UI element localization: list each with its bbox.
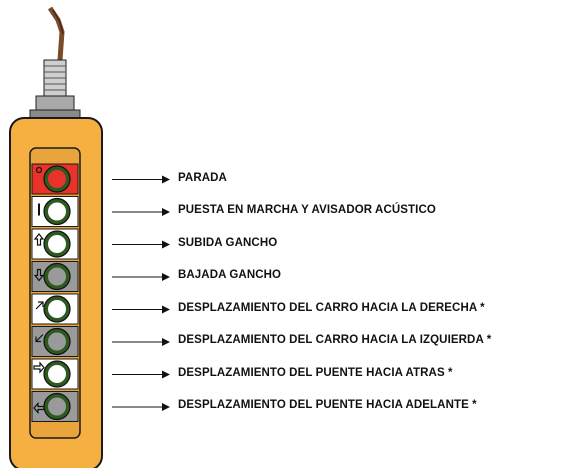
callout-arrowhead-icon <box>162 240 170 249</box>
button-label: DESPLAZAMIENTO DEL PUENTE HACIA ATRAS * <box>178 366 453 379</box>
button-row <box>31 326 170 357</box>
button-row <box>31 261 170 292</box>
callout-arrowhead-icon <box>162 370 170 379</box>
cable <box>47 6 65 61</box>
arrow-right-icon <box>33 361 45 374</box>
button-label: BAJADA GANCHO <box>178 269 282 281</box>
button-label: DESPLAZAMIENTO DEL CARRO HACIA LA DERECH… <box>178 301 485 314</box>
button-label: PARADA <box>178 171 227 184</box>
callout-arrowhead-icon <box>162 175 170 184</box>
push-button <box>44 361 70 387</box>
cable-gland <box>29 59 81 119</box>
push-button <box>44 263 70 290</box>
callout-arrowhead-icon <box>162 305 170 314</box>
callout-arrowhead-icon <box>162 208 170 216</box>
arrow-up-right-icon <box>35 301 44 310</box>
push-button <box>44 198 70 225</box>
button-row <box>31 391 170 422</box>
arrow-down-icon <box>33 268 45 282</box>
push-button <box>44 328 70 355</box>
button-row <box>31 358 170 390</box>
arrow-down-left-icon <box>35 334 44 343</box>
button-row <box>31 163 170 195</box>
button-label: DESPLAZAMIENTO DEL PUENTE HACIA ADELANTE… <box>178 399 477 411</box>
button-label: PUESTA EN MARCHA Y AVISADOR ACÚSTICO <box>178 204 436 216</box>
push-button <box>44 231 70 257</box>
button-row <box>31 196 170 227</box>
arrow-left-icon <box>33 401 45 415</box>
dot-icon <box>35 166 43 174</box>
button-row <box>31 228 170 260</box>
callout-arrowhead-icon <box>162 403 170 411</box>
callout-arrowhead-icon <box>162 273 170 281</box>
button-label: SUBIDA GANCHO <box>178 236 278 249</box>
button-row <box>31 293 170 325</box>
callout-arrowhead-icon <box>162 338 170 346</box>
button-label: DESPLAZAMIENTO DEL CARRO HACIA LA IZQUIE… <box>178 334 492 346</box>
push-button <box>44 393 70 420</box>
push-button <box>44 296 70 322</box>
arrow-up-icon <box>33 233 45 246</box>
push-button <box>44 166 70 192</box>
